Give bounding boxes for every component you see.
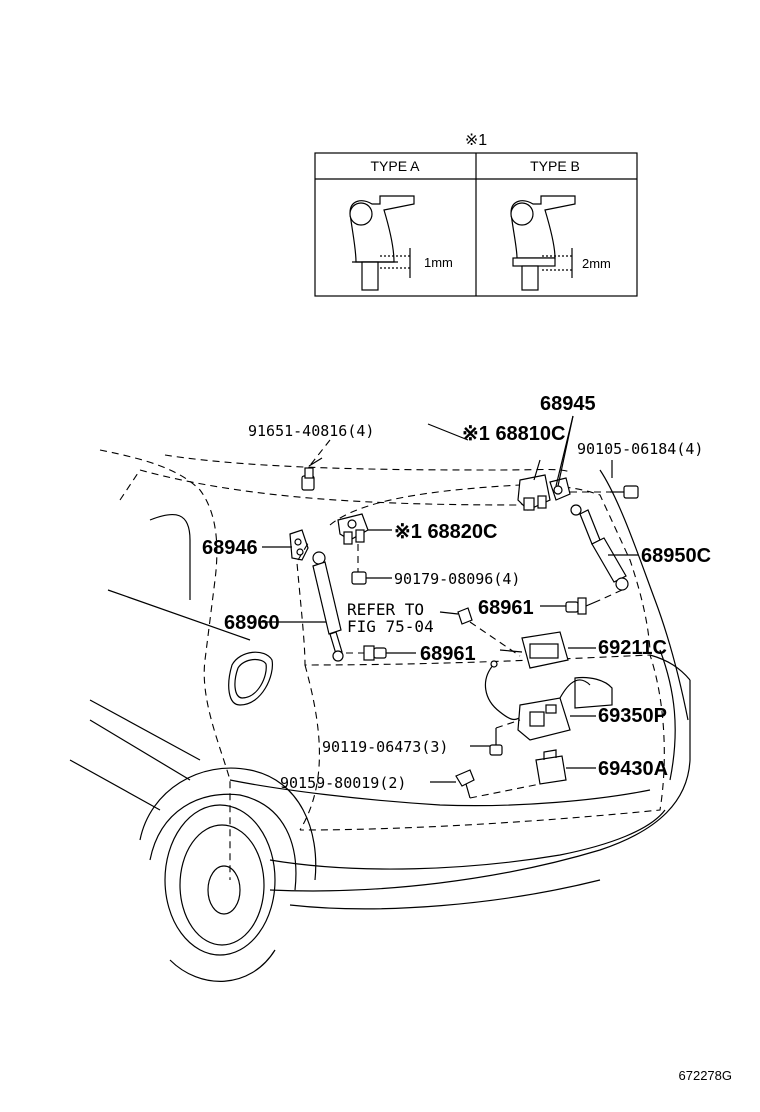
label-90159-80019: 90159-80019(2) — [280, 774, 406, 792]
label-68945: 68945 — [540, 393, 596, 415]
label-91651-40816: 91651-40816(4) — [248, 422, 374, 440]
label-68820c: ※1 68820C — [394, 521, 498, 543]
inset-table: ※1 TYPE A TYPE B 1mm 2mm — [314, 132, 638, 297]
label-69211c: 69211C — [598, 637, 667, 659]
type-b-bumper-drawing: 2mm — [510, 195, 611, 291]
label-90179-08096: 90179-08096(4) — [394, 570, 520, 588]
type-a-header: TYPE A — [370, 158, 420, 174]
nut-90179-icon — [351, 571, 367, 585]
label-90105-06184: 90105-06184(4) — [577, 440, 703, 458]
label-69430a: 69430A — [598, 758, 668, 780]
label-69350p: 69350P — [598, 705, 667, 727]
hinge-68820c-icon — [337, 513, 369, 545]
refer-fig-text: FIG 75-04 — [347, 617, 434, 636]
type-a-bumper-drawing: 1mm — [349, 195, 453, 291]
refer-to-text: REFER TO — [347, 600, 424, 619]
bolt-91651-icon — [301, 457, 323, 491]
vehicle-outline — [69, 449, 691, 982]
label-68950c: 68950C — [641, 545, 711, 567]
striker-69430a-icon — [535, 749, 567, 785]
label-68946: 68946 — [202, 537, 258, 559]
hinge-68810c-icon — [517, 474, 571, 511]
type-b-dimension: 2mm — [582, 256, 611, 271]
handle-switch-69211c-icon — [499, 631, 569, 669]
inset-marker: ※1 — [465, 132, 487, 149]
leader-lines — [262, 415, 638, 799]
figure-code: 672278G — [679, 1068, 733, 1083]
label-68961-lower: 68961 — [420, 643, 476, 665]
screw-90159-icon — [455, 769, 475, 799]
label-90119-06473: 90119-06473(3) — [322, 738, 448, 756]
stud-68961-lower-icon — [346, 645, 387, 661]
label-68961-upper: 68961 — [478, 597, 534, 619]
stay-damper-68950c-icon — [570, 504, 629, 591]
stay-damper-68960-icon — [312, 551, 344, 662]
lock-69350p-icon — [484, 660, 591, 741]
bolt-90119-icon — [489, 728, 503, 756]
stud-68961-upper-icon — [565, 597, 601, 615]
label-68960: 68960 — [224, 612, 280, 634]
clip-ref-icon — [457, 607, 473, 625]
label-68810c: ※1 68810C — [462, 423, 566, 445]
bracket-68946-icon — [289, 529, 309, 561]
type-a-dimension: 1mm — [424, 255, 453, 270]
type-b-header: TYPE B — [530, 158, 580, 174]
